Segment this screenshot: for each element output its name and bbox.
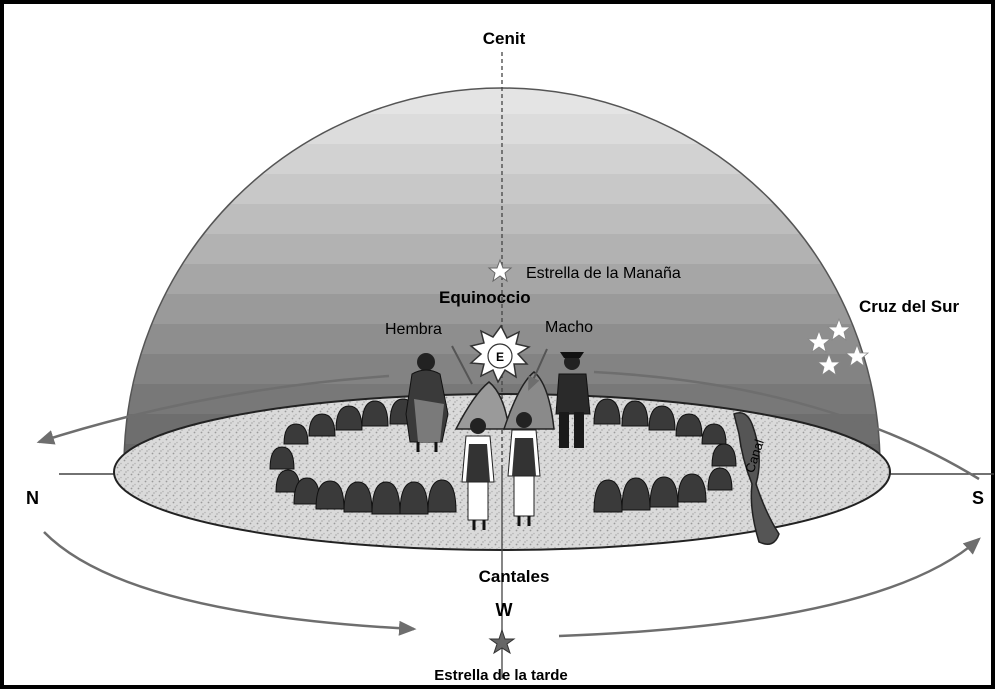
evening-star-icon bbox=[488, 628, 516, 655]
north-label: N bbox=[26, 488, 39, 508]
person-icon bbox=[461, 418, 495, 530]
ground-arc-left bbox=[43, 531, 417, 636]
stone-sides bbox=[269, 443, 737, 493]
southern-cross-label: Cruz del Sur bbox=[859, 297, 960, 316]
female-pointer bbox=[451, 345, 473, 385]
sky-arc-left bbox=[36, 374, 390, 445]
sun-icon bbox=[469, 324, 531, 384]
person-icon bbox=[405, 353, 449, 452]
star-icon bbox=[806, 329, 832, 353]
star-icon bbox=[844, 343, 870, 367]
twin-hills bbox=[454, 371, 555, 430]
sky-arc-right bbox=[593, 370, 980, 481]
star-icon bbox=[816, 352, 842, 376]
stones-label: Cantales bbox=[479, 567, 550, 586]
person-icon bbox=[555, 352, 591, 448]
canal bbox=[733, 412, 780, 545]
south-label: S bbox=[972, 488, 984, 508]
stone-front-row bbox=[293, 473, 707, 515]
person-icon bbox=[507, 412, 541, 526]
hill-male bbox=[502, 371, 555, 430]
star-icon bbox=[826, 317, 852, 341]
male-label: Macho bbox=[545, 319, 593, 336]
equinox-label: Equinoccio bbox=[439, 288, 531, 307]
hill-female bbox=[454, 381, 510, 430]
southern-cross-stars bbox=[806, 317, 870, 376]
female-label: Hembra bbox=[385, 321, 442, 338]
celestial-dome-diagram: Cenit Estrella de la Manaña Equinoccio H… bbox=[26, 29, 994, 684]
morning-star-icon bbox=[487, 258, 513, 283]
ground-arc-right bbox=[558, 537, 981, 638]
evening-star-label: Estrella de la tarde bbox=[434, 667, 567, 684]
male-pointer bbox=[528, 348, 548, 391]
west-label: W bbox=[496, 600, 513, 620]
zenith-label: Cenit bbox=[483, 29, 526, 48]
morning-star-label: Estrella de la Manaña bbox=[526, 265, 681, 282]
sun-marker-label: E bbox=[496, 350, 504, 364]
